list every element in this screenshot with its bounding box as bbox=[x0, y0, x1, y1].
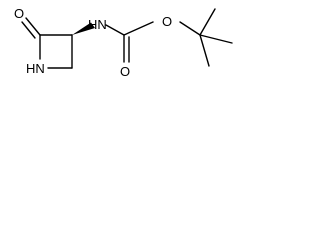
atom-amide-nitrogen: HN bbox=[88, 17, 107, 32]
atom-ring-carbonyl-oxygen: O bbox=[14, 6, 24, 21]
bond-ring-carbonyl-1 bbox=[25, 17, 41, 36]
bond-ester-o-tbutyl bbox=[179, 21, 201, 36]
bond-tbutyl-methyl-down bbox=[199, 34, 210, 67]
atom-carbamate-carbonyl-oxygen: O bbox=[120, 64, 130, 79]
bond-ring-carbonyl-2 bbox=[21, 21, 36, 39]
bond-tbutyl-methyl-up bbox=[199, 8, 216, 36]
bond-tbutyl-methyl-right bbox=[199, 34, 233, 44]
atom-ester-oxygen: O bbox=[162, 14, 172, 29]
bond-nh-carbamate bbox=[105, 24, 125, 36]
structure-drawing: O HN HN O O bbox=[14, 6, 233, 79]
wedge-bond-stereocenter bbox=[72, 22, 95, 35]
atom-ring-nitrogen: HN bbox=[26, 61, 45, 76]
bond-carbamate-ester-o bbox=[123, 21, 154, 36]
